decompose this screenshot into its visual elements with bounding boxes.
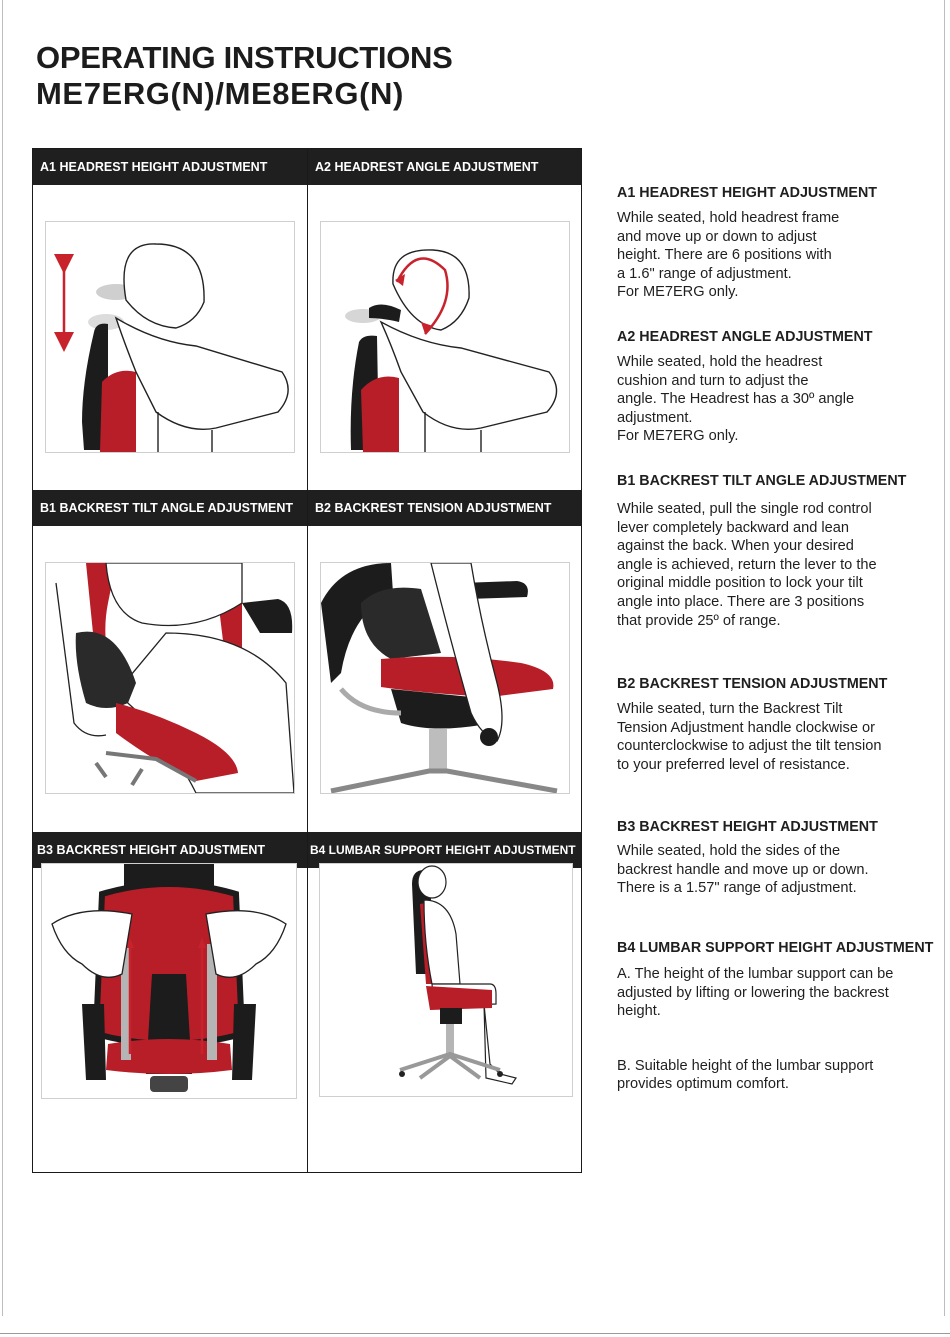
text-line: angle into place. There are 3 positions xyxy=(617,593,865,610)
text-line: backrest handle and move up or down. xyxy=(617,861,869,878)
text-line: that provide 25º of range. xyxy=(617,612,781,629)
panel-a1-label: A1 HEADREST HEIGHT ADJUSTMENT xyxy=(40,160,268,174)
instruction-b1: B1 BACKREST TILT ANGLE ADJUSTMENT While … xyxy=(617,473,937,630)
text-line: height. There are 6 positions with xyxy=(617,247,832,264)
text-line: While seated, hold the sides of the xyxy=(617,843,841,859)
instruction-b3-heading: B3 BACKREST HEIGHT ADJUSTMENT xyxy=(617,819,878,835)
text-line: Tension Adjustment handle clockwise or xyxy=(617,719,875,736)
text-line: adjusted by lifting or lowering the back… xyxy=(617,984,889,1001)
illustration-grid: A1 HEADREST HEIGHT ADJUSTMENT xyxy=(32,148,582,1173)
instruction-b1-body: While seated, pull the single rod contro… xyxy=(617,500,937,630)
instruction-a1: A1 HEADREST HEIGHT ADJUSTMENT While seat… xyxy=(617,185,937,302)
panel-a2: A2 HEADREST ANGLE ADJUSTMENT xyxy=(307,149,582,490)
panel-a1: A1 HEADREST HEIGHT ADJUSTMENT xyxy=(33,149,307,490)
panel-b1: B1 BACKREST TILT ANGLE ADJUSTMENT xyxy=(33,490,307,832)
panel-b3: B3 BACKREST HEIGHT ADJUSTMENT xyxy=(33,832,307,1172)
text-line: angle. The Headrest has a 30º angle xyxy=(617,391,855,408)
text-line: While seated, hold headrest frame xyxy=(617,210,840,226)
text-line: For ME7ERG only. xyxy=(617,284,739,301)
page-border-bottom xyxy=(0,1333,950,1334)
instruction-b3-body: While seated, hold the sides of the back… xyxy=(617,842,937,898)
lumbar-support-illustration xyxy=(319,863,573,1097)
text-line: counterclockwise to adjust the tilt tens… xyxy=(617,738,882,755)
panel-b3-label: B3 BACKREST HEIGHT ADJUSTMENT xyxy=(37,843,266,857)
instruction-b2-body: While seated, turn the Backrest Tilt Ten… xyxy=(617,700,937,774)
text-line: While seated, turn the Backrest Tilt xyxy=(617,701,843,717)
text-line: B. Suitable height of the lumbar support xyxy=(617,1057,874,1074)
instruction-a2-body: While seated, hold the headrest cushion … xyxy=(617,353,937,446)
instruction-a2-heading: A2 HEADREST ANGLE ADJUSTMENT xyxy=(617,329,873,345)
document-title: OPERATING INSTRUCTIONS ME7ERG(N)/ME8ERG(… xyxy=(36,40,453,112)
page-border-right xyxy=(944,0,945,1316)
instruction-b2-heading: B2 BACKREST TENSION ADJUSTMENT xyxy=(617,676,888,692)
panel-b4-label: B4 LUMBAR SUPPORT HEIGHT ADJUSTMENT xyxy=(310,843,576,857)
text-line: and move up or down to adjust xyxy=(617,228,817,245)
backrest-tension-illustration xyxy=(320,562,570,794)
instruction-b4-para-a: A. The height of the lumbar support can … xyxy=(617,965,937,1021)
instruction-a1-heading: A1 HEADREST HEIGHT ADJUSTMENT xyxy=(617,185,878,201)
instruction-b4-heading: B4 LUMBAR SUPPORT HEIGHT ADJUSTMENT xyxy=(617,940,934,956)
text-line: against the back. When your desired xyxy=(617,538,854,555)
grid-row-b: B1 BACKREST TILT ANGLE ADJUSTMENT B2 BAC… xyxy=(33,490,581,832)
text-line: cushion and turn to adjust the xyxy=(617,372,809,389)
grid-row-a: A1 HEADREST HEIGHT ADJUSTMENT xyxy=(33,149,581,490)
text-line: While seated, hold the headrest xyxy=(617,354,823,370)
grid-row-c: B3 BACKREST HEIGHT ADJUSTMENT xyxy=(33,832,581,1172)
text-line: height. xyxy=(617,1003,661,1020)
text-line: angle is achieved, return the lever to t… xyxy=(617,556,877,573)
text-line: provides optimum comfort. xyxy=(617,1076,789,1093)
instruction-b1-heading: B1 BACKREST TILT ANGLE ADJUSTMENT xyxy=(617,473,907,489)
instruction-a2: A2 HEADREST ANGLE ADJUSTMENT While seate… xyxy=(617,329,937,446)
panel-b2: B2 BACKREST TENSION ADJUSTMENT xyxy=(307,490,582,832)
text-line: a 1.6" range of adjustment. xyxy=(617,265,792,282)
backrest-tilt-illustration xyxy=(45,562,295,794)
text-line: original middle position to lock your ti… xyxy=(617,575,863,592)
headrest-angle-illustration xyxy=(320,221,570,453)
headrest-height-illustration xyxy=(45,221,295,453)
panel-b1-label: B1 BACKREST TILT ANGLE ADJUSTMENT xyxy=(40,501,294,515)
title-line-1: OPERATING INSTRUCTIONS xyxy=(36,40,453,75)
instruction-b2: B2 BACKREST TENSION ADJUSTMENT While sea… xyxy=(617,676,937,774)
panel-b2-label: B2 BACKREST TENSION ADJUSTMENT xyxy=(315,501,552,515)
text-line: While seated, pull the single rod contro… xyxy=(617,501,872,517)
text-line: A. The height of the lumbar support can … xyxy=(617,966,894,982)
instruction-a1-body: While seated, hold headrest frame and mo… xyxy=(617,209,937,302)
text-line: to your preferred level of resistance. xyxy=(617,756,850,773)
instruction-b3: B3 BACKREST HEIGHT ADJUSTMENT While seat… xyxy=(617,819,937,898)
instruction-b4-para-b: B. Suitable height of the lumbar support… xyxy=(617,1057,937,1094)
title-line-2-model: ME7ERG(N)/ME8ERG(N) xyxy=(36,76,404,111)
text-line: For ME7ERG only. xyxy=(617,428,739,445)
text-line: adjustment. xyxy=(617,409,693,426)
page-border-left xyxy=(2,0,3,1316)
panel-b4: B4 LUMBAR SUPPORT HEIGHT ADJUSTMENT xyxy=(307,832,582,1172)
backrest-height-illustration xyxy=(41,863,297,1099)
text-line: lever completely backward and lean xyxy=(617,519,850,536)
panel-a2-label: A2 HEADREST ANGLE ADJUSTMENT xyxy=(315,160,539,174)
text-line: There is a 1.57" range of adjustment. xyxy=(617,880,857,897)
instruction-b4: B4 LUMBAR SUPPORT HEIGHT ADJUSTMENT A. T… xyxy=(617,940,937,1094)
